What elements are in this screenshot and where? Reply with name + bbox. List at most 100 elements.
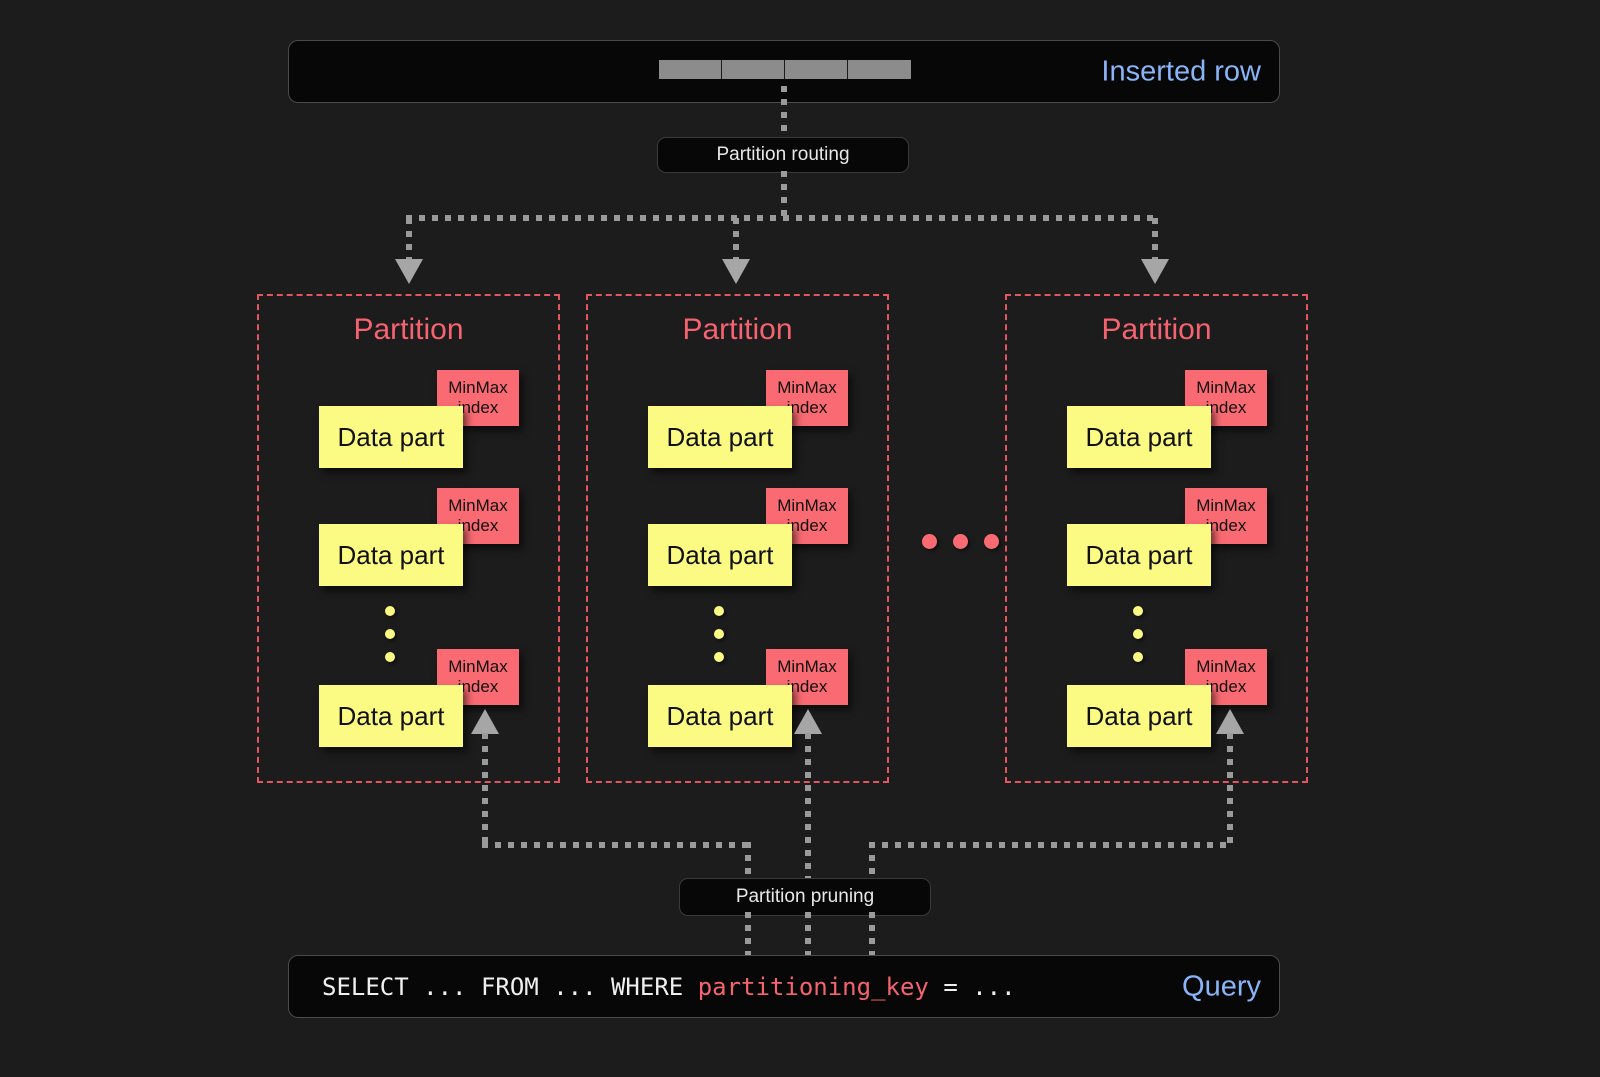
partition-box: Partition MinMax index Data part MinMax …: [257, 294, 560, 783]
minmax-index-line2: index: [786, 677, 828, 696]
minmax-index-line2: index: [1205, 516, 1247, 535]
partition-box: Partition MinMax index Data part MinMax …: [586, 294, 889, 783]
partition-title: Partition: [682, 313, 793, 346]
partition-routing-box: Partition routing: [657, 137, 909, 173]
arrow-up-partition-0: [471, 709, 499, 734]
ellipsis-dot: [385, 606, 395, 616]
data-part-stack: MinMax index Data part: [1067, 649, 1267, 749]
row-cell: [848, 60, 911, 79]
minmax-index-line1: MinMax: [448, 378, 508, 397]
partition-routing-label: Partition routing: [716, 144, 850, 165]
row-cell: [659, 60, 722, 79]
arrow-down-partition-0: [395, 259, 423, 284]
connector-pruning-to-query-right: [869, 912, 875, 958]
ellipsis-dot: [714, 606, 724, 616]
connector-pruning-to-query-center: [805, 912, 811, 958]
data-part-box: Data part: [648, 685, 792, 747]
data-part-stack: MinMax index Data part: [648, 649, 848, 749]
connector-pruning-to-partition-0: [482, 733, 488, 845]
minmax-index-line2: index: [457, 398, 499, 417]
data-part-stack: MinMax index Data part: [1067, 488, 1267, 588]
minmax-index-box: MinMax index: [1185, 649, 1267, 705]
data-part-stack: MinMax index Data part: [319, 370, 519, 470]
minmax-index-box: MinMax index: [437, 488, 519, 544]
data-part-stack: MinMax index Data part: [319, 649, 519, 749]
data-part-box: Data part: [319, 524, 463, 586]
connector-pruning-to-partition-2: [1227, 733, 1233, 845]
data-part-box: Data part: [1067, 406, 1211, 468]
minmax-index-line1: MinMax: [777, 378, 837, 397]
minmax-index-box: MinMax index: [437, 370, 519, 426]
connector-bus-to-partition-2: [1152, 218, 1158, 264]
data-part-stack: MinMax index Data part: [319, 488, 519, 588]
connector-bus-to-partition-1: [733, 218, 739, 264]
minmax-index-line2: index: [1205, 398, 1247, 417]
minmax-index-box: MinMax index: [1185, 370, 1267, 426]
inserted-row-panel: Inserted row: [288, 40, 1280, 103]
query-panel: SELECT ... FROM ... WHERE partitioning_k…: [288, 955, 1280, 1018]
ellipsis-dot: [1133, 606, 1143, 616]
partition-box: Partition MinMax index Data part MinMax …: [1005, 294, 1308, 783]
data-part-box: Data part: [1067, 524, 1211, 586]
partition-title: Partition: [1101, 313, 1212, 346]
data-part-stack: MinMax index Data part: [1067, 370, 1267, 470]
partition-pruning-label: Partition pruning: [735, 886, 875, 907]
minmax-index-line1: MinMax: [448, 657, 508, 676]
connector-arm-left-riser: [745, 842, 751, 882]
inserted-row-label: Inserted row: [1101, 55, 1261, 87]
inserted-row-cells: [659, 60, 911, 79]
connector-routing-to-bus: [781, 171, 787, 218]
arrow-down-partition-1: [722, 259, 750, 284]
minmax-index-line1: MinMax: [777, 657, 837, 676]
data-part-box: Data part: [648, 406, 792, 468]
minmax-index-line2: index: [786, 398, 828, 417]
pruning-arm-right: [869, 842, 1233, 848]
minmax-index-line1: MinMax: [777, 496, 837, 515]
data-part-box: Data part: [1067, 685, 1211, 747]
partition-title: Partition: [353, 313, 464, 346]
minmax-index-line1: MinMax: [1196, 378, 1256, 397]
ellipsis-dot: [714, 629, 724, 639]
query-label: Query: [1182, 970, 1261, 1002]
query-sql-text: SELECT ... FROM ... WHERE partitioning_k…: [322, 973, 1016, 1001]
data-parts-ellipsis: [1133, 606, 1143, 675]
ellipsis-dot: [922, 534, 937, 549]
minmax-index-line1: MinMax: [448, 496, 508, 515]
ellipsis-dot: [714, 652, 724, 662]
data-parts-ellipsis: [714, 606, 724, 675]
data-part-box: Data part: [319, 406, 463, 468]
data-part-box: Data part: [319, 685, 463, 747]
arrow-up-partition-2: [1216, 709, 1244, 734]
minmax-index-line1: MinMax: [1196, 496, 1256, 515]
partitions-ellipsis: [922, 534, 999, 549]
pruning-arm-left: [482, 842, 748, 848]
arrow-down-partition-2: [1141, 259, 1169, 284]
connector-pruning-to-query-left: [745, 912, 751, 958]
query-partitioning-key: partitioning_key: [697, 972, 929, 1001]
minmax-index-line2: index: [1205, 677, 1247, 696]
query-prefix: SELECT ... FROM ... WHERE: [322, 972, 698, 1001]
data-part-box: Data part: [648, 524, 792, 586]
data-part-stack: MinMax index Data part: [648, 370, 848, 470]
ellipsis-dot: [385, 652, 395, 662]
ellipsis-dot: [953, 534, 968, 549]
ellipsis-dot: [1133, 629, 1143, 639]
row-cell: [785, 60, 848, 79]
routing-distributor-bus: [406, 215, 1157, 221]
minmax-index-box: MinMax index: [1185, 488, 1267, 544]
minmax-index-line1: MinMax: [1196, 657, 1256, 676]
row-cell: [722, 60, 785, 79]
minmax-index-line2: index: [457, 516, 499, 535]
connector-bus-to-partition-0: [406, 218, 412, 264]
connector-row-to-routing: [781, 86, 787, 140]
ellipsis-dot: [385, 629, 395, 639]
minmax-index-box: MinMax index: [766, 370, 848, 426]
ellipsis-dot: [1133, 652, 1143, 662]
connector-arm-right-riser: [869, 842, 875, 882]
data-parts-ellipsis: [385, 606, 395, 675]
arrow-up-partition-1: [794, 709, 822, 734]
connector-pruning-to-partition-1: [805, 733, 811, 881]
ellipsis-dot: [984, 534, 999, 549]
minmax-index-line2: index: [786, 516, 828, 535]
